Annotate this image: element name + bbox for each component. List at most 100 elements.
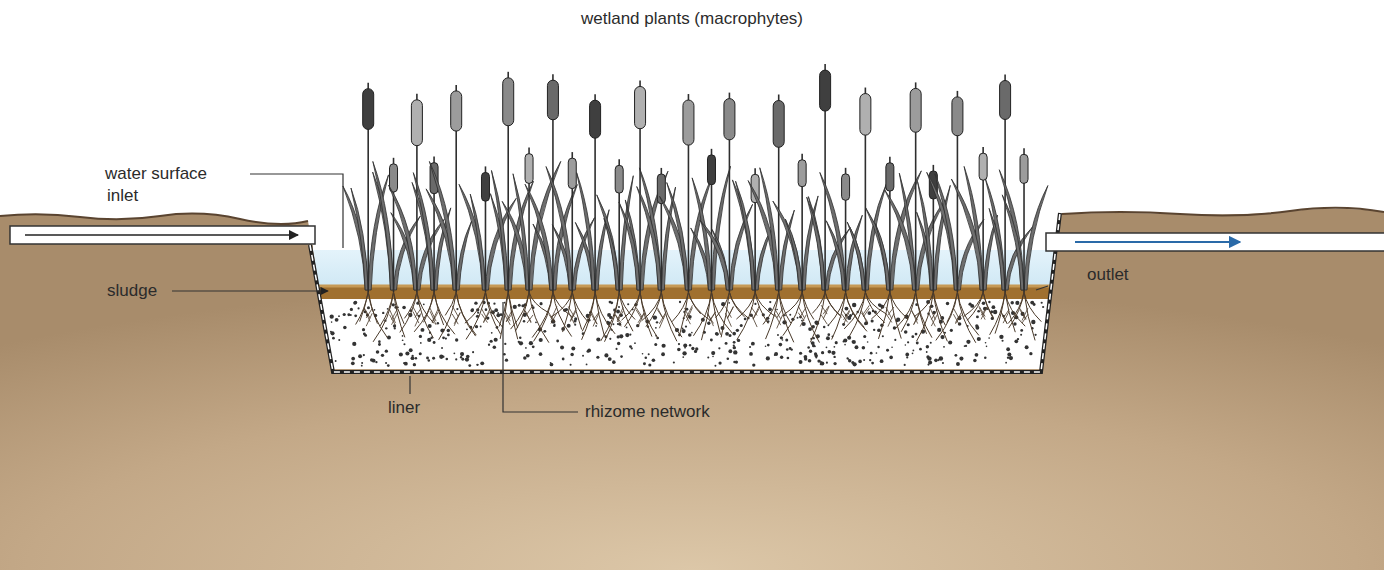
gravel-dot	[930, 342, 932, 344]
gravel-dot	[827, 333, 830, 336]
gravel-dot	[330, 331, 334, 335]
gravel-dot	[626, 327, 628, 329]
gravel-dot	[428, 359, 431, 362]
gravel-dot	[432, 357, 435, 360]
gravel-dot	[956, 362, 960, 366]
root	[849, 292, 865, 336]
gravel-dot	[799, 360, 803, 364]
gravel-dot	[619, 334, 623, 338]
gravel-dot	[363, 354, 365, 356]
gravel-dot	[846, 357, 848, 359]
root	[688, 292, 710, 321]
root	[570, 308, 576, 320]
part-label: rhizome network	[585, 402, 710, 422]
gravel-dot	[826, 362, 828, 364]
gravel-dot	[358, 307, 360, 309]
gravel-dot	[927, 364, 929, 366]
gravel-dot	[553, 324, 556, 327]
gravel-dot	[999, 335, 1003, 339]
gravel-dot	[919, 348, 922, 351]
gravel-dot	[878, 304, 880, 306]
gravel-dot	[673, 361, 675, 363]
gravel-dot	[820, 361, 824, 365]
gravel-dot	[338, 339, 340, 341]
root	[1020, 308, 1026, 318]
gravel-dot	[415, 357, 417, 359]
gravel-dot	[986, 345, 988, 347]
gravel-dot	[725, 332, 729, 336]
gravel-dot	[682, 356, 684, 358]
gravel-dot	[904, 364, 906, 366]
root	[686, 305, 692, 317]
root	[415, 308, 421, 317]
cattail-head	[503, 78, 514, 126]
gravel-dot	[749, 352, 753, 356]
leaf	[459, 184, 485, 290]
cattail	[525, 74, 577, 341]
gravel-dot	[807, 346, 810, 349]
root	[990, 292, 1005, 335]
gravel-dot	[363, 332, 366, 335]
cattail-head	[820, 70, 831, 111]
leaf	[1024, 186, 1048, 290]
root	[430, 311, 436, 325]
gravel-dot	[937, 328, 941, 332]
root	[534, 292, 553, 341]
gravel-dot	[882, 335, 884, 337]
gravel-dot	[677, 348, 681, 352]
gravel-dot	[751, 342, 755, 346]
figure-heading: wetland plants (macrophytes)	[581, 9, 803, 29]
gravel-dot	[402, 306, 406, 310]
gravel-dot	[959, 357, 963, 361]
gravel-dot	[526, 354, 529, 357]
cattail	[619, 80, 668, 338]
gravel-dot	[880, 359, 884, 363]
root	[551, 306, 557, 319]
root	[823, 306, 829, 319]
root	[916, 292, 927, 334]
gravel-dot	[823, 326, 825, 328]
root	[753, 306, 759, 319]
liner	[310, 213, 1060, 372]
gravel-dot	[779, 343, 783, 347]
gravel-dot	[485, 308, 488, 311]
cattail-head	[411, 100, 422, 146]
gravel-dot	[453, 352, 455, 354]
gravel-dot	[766, 356, 770, 360]
root	[779, 292, 794, 342]
gravel-dot	[330, 331, 332, 333]
gravel-dot	[574, 317, 577, 320]
cattail-head	[1020, 154, 1028, 183]
gravel-dot	[728, 334, 731, 337]
gravel-dot	[587, 350, 590, 353]
cattail	[927, 91, 984, 343]
gravel-dot	[493, 303, 495, 305]
gravel-dot	[691, 332, 693, 334]
gravel-dot	[362, 328, 365, 331]
cattail-head	[635, 86, 646, 128]
gravel-dot	[1010, 301, 1013, 304]
root	[380, 292, 394, 326]
gravel-dot	[852, 303, 856, 307]
cattail	[637, 168, 682, 341]
root	[955, 312, 961, 322]
gravel-dot	[785, 338, 788, 341]
leaf	[826, 221, 845, 290]
gravel-dot	[689, 344, 691, 346]
gravel-dot	[629, 333, 631, 335]
root	[890, 292, 908, 319]
gravel-dot	[358, 354, 362, 358]
gravel-dot	[894, 339, 896, 341]
gravel-dot	[385, 362, 387, 364]
gravel-dot	[523, 320, 526, 323]
gravel-dot	[863, 335, 866, 338]
gravel-dot	[604, 353, 608, 357]
cattail-head	[842, 174, 850, 201]
gravel-dot	[877, 328, 881, 332]
gravel-dot	[727, 357, 730, 360]
root	[863, 308, 869, 317]
root	[364, 309, 370, 322]
cattail-head	[547, 80, 558, 120]
gravel-dot	[826, 346, 828, 348]
gravel-dot	[833, 346, 835, 348]
